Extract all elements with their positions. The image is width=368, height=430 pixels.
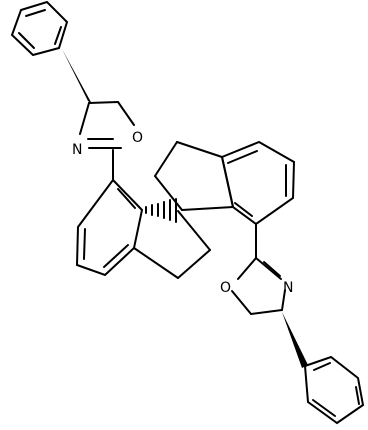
oxazoline-ring-bottom-right — [231, 257, 286, 315]
atom-n-top-left: N — [72, 142, 82, 158]
benzene-ring-right — [220, 140, 296, 226]
atom-n-bottom-right: N — [283, 280, 293, 296]
wedge-bond-top-left — [62, 49, 92, 104]
oxazoline-ring-top-left — [79, 101, 135, 149]
benzene-ring-left — [75, 178, 144, 277]
cyclopentane-right — [154, 141, 234, 211]
wedge-bond-bottom-right — [282, 312, 308, 368]
atom-o-top-left: O — [132, 130, 143, 146]
cyclopentane-left — [133, 210, 211, 279]
hashed-bond-spiro — [145, 198, 177, 223]
phenyl-ring-bottom — [303, 355, 365, 425]
atom-o-bottom-right: O — [220, 280, 231, 296]
phenyl-ring-top — [10, 0, 69, 57]
